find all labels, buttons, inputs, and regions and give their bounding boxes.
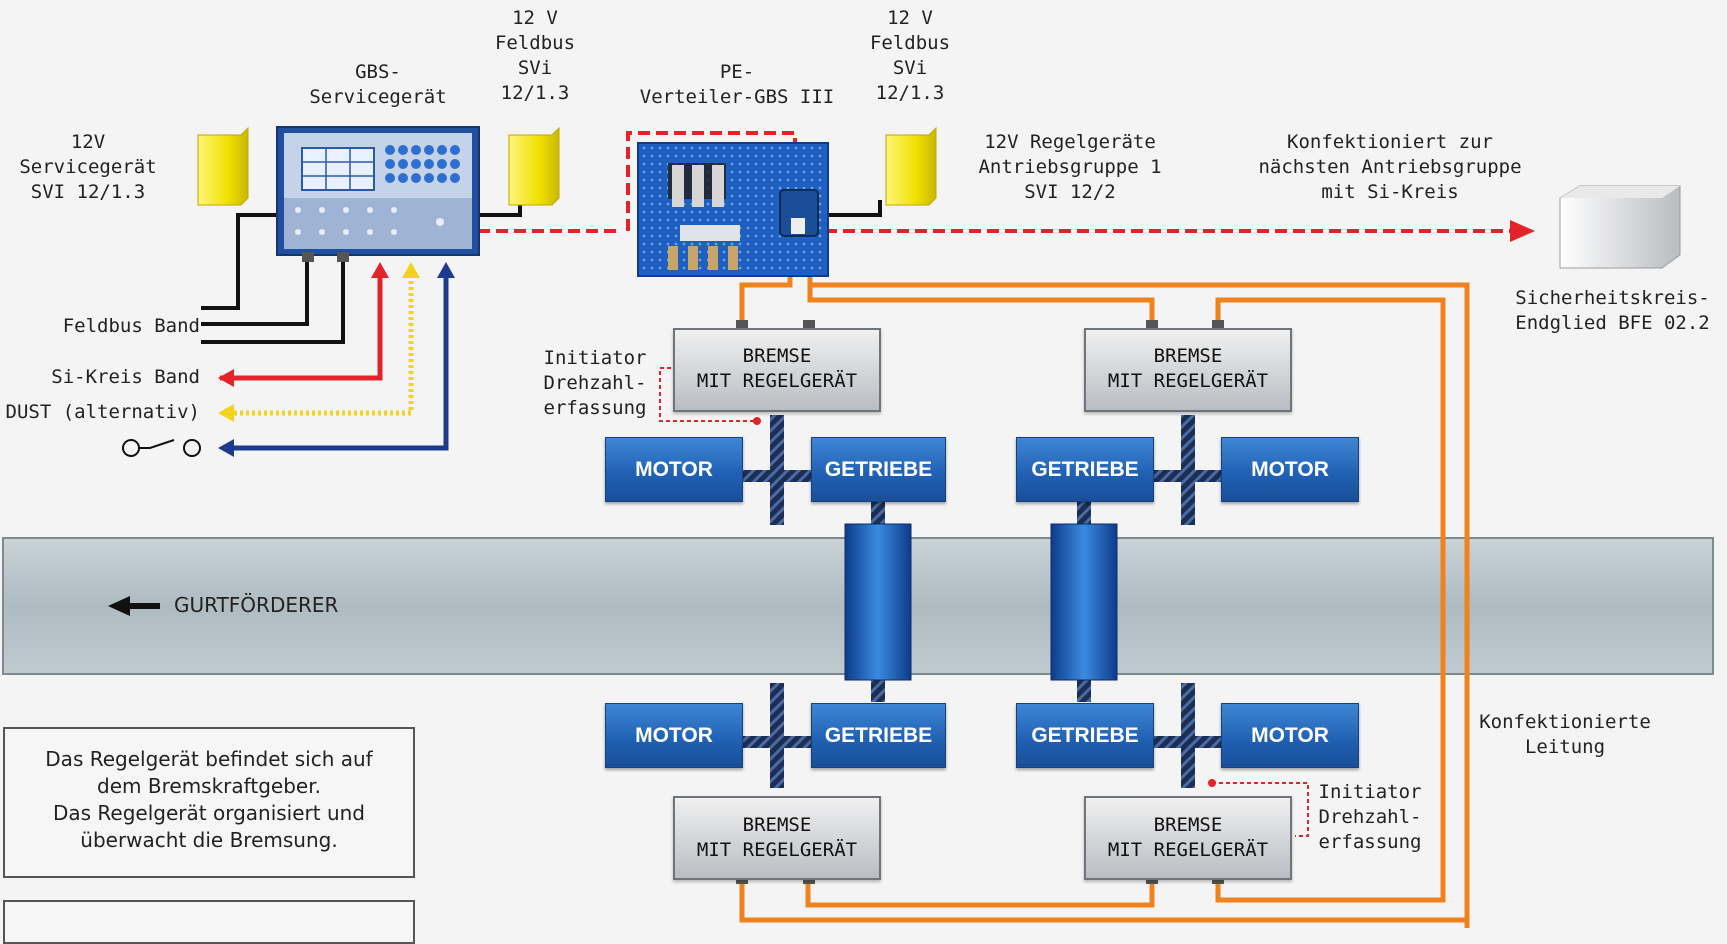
motor-box: MOTOR	[605, 703, 743, 768]
gearbox-box: GETRIEBE	[1016, 437, 1154, 502]
bfe-safety-endpoint	[1559, 185, 1681, 269]
motor-box: MOTOR	[1221, 703, 1359, 768]
switch-symbol-icon	[122, 439, 201, 457]
brake-box-top-left	[673, 328, 881, 412]
pe-distributor-device	[637, 142, 829, 277]
motor-box: MOTOR	[605, 437, 743, 502]
note-box-cut	[3, 900, 415, 944]
gearbox-box: GETRIEBE	[811, 437, 946, 502]
drive-drum-right	[1050, 523, 1118, 681]
label-sicherheitskreis: Sicherheitskreis-Endglied BFE 02.2	[1515, 287, 1710, 334]
arrow-left-icon	[108, 596, 160, 616]
brake-box-bottom-left	[673, 796, 881, 880]
drive-shafts	[740, 415, 1224, 788]
note-box	[3, 727, 415, 878]
input-dust: DUST (alternativ)	[5, 401, 200, 423]
brake-box-bottom-right	[1084, 796, 1292, 880]
gbs-service-device	[276, 126, 480, 262]
yellow-svi-boxes	[197, 126, 937, 206]
drive-drum-left	[844, 523, 912, 681]
label-gbs-servicegeraet: GBS-Servicegerät	[309, 61, 447, 108]
gearbox-box: GETRIEBE	[811, 703, 946, 768]
label-pe-verteiler: PE-Verteiler-GBS III	[639, 61, 835, 108]
input-feldbus-band: Feldbus Band	[62, 315, 200, 337]
motor-box: MOTOR	[1221, 437, 1359, 502]
conveyor-label: GURTFÖRDERER	[174, 593, 339, 617]
gearbox-box: GETRIEBE	[1016, 703, 1154, 768]
brake-box-top-right	[1084, 328, 1292, 412]
input-si-kreis-band: Si-Kreis Band	[51, 366, 200, 388]
